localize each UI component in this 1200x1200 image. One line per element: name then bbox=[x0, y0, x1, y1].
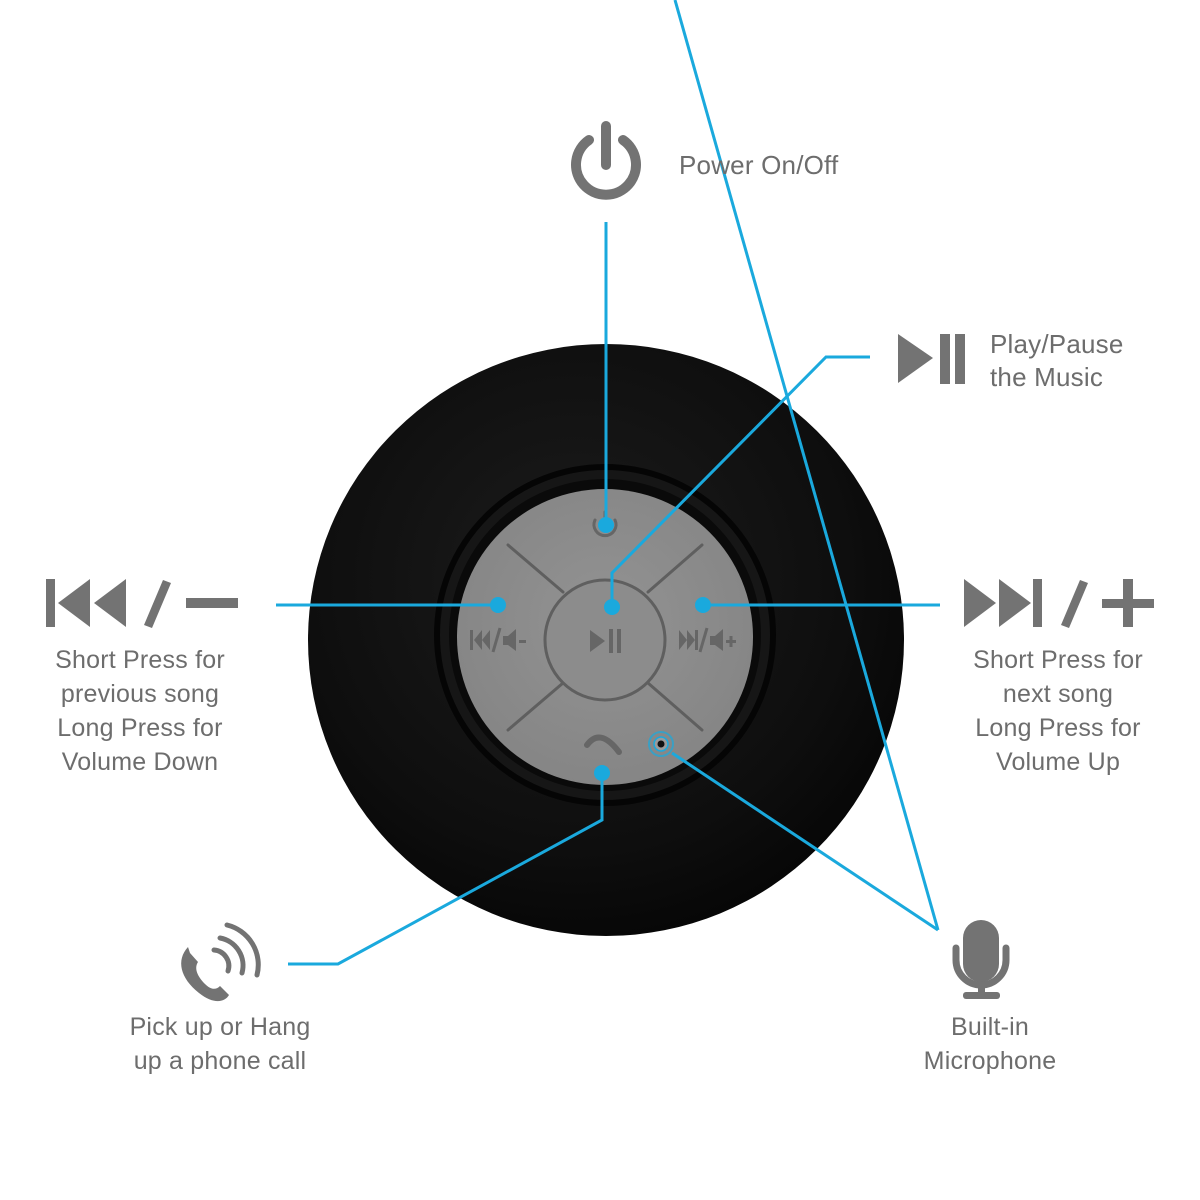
callout-dots bbox=[490, 517, 711, 781]
play-pause-icon bbox=[898, 334, 965, 384]
play-pause-label-line1: Play/Pause bbox=[990, 329, 1124, 359]
previous-volume-down-button[interactable] bbox=[470, 627, 526, 653]
phone-button[interactable] bbox=[584, 734, 622, 755]
next-label-line4: Volume Up bbox=[995, 748, 1121, 776]
microphone-icon bbox=[952, 920, 1010, 999]
play-pause-label-line2: the Music bbox=[990, 362, 1104, 392]
phone-label-line2: up a phone call bbox=[133, 1047, 307, 1075]
phone-embossed-icon bbox=[584, 734, 622, 755]
previous-label-line1: Short Press for bbox=[55, 646, 225, 674]
previous-track-minus-icon bbox=[46, 579, 238, 628]
callout-lines bbox=[276, 0, 940, 966]
microphone-label: Built-in Microphone bbox=[880, 1010, 1100, 1078]
previous-label: Short Press for previous song Long Press… bbox=[20, 643, 260, 779]
microphone-label-line2: Microphone bbox=[923, 1047, 1057, 1075]
panel-dividers bbox=[506, 543, 704, 732]
button-panel bbox=[457, 489, 753, 785]
phone-label: Pick up or Hang up a phone call bbox=[100, 1010, 340, 1078]
power-embossed-icon bbox=[592, 518, 618, 538]
phone-ringing-icon bbox=[181, 922, 261, 1002]
play-pause-embossed-icon bbox=[590, 629, 621, 653]
phone-label-line1: Pick up or Hang bbox=[129, 1013, 311, 1041]
power-icon bbox=[571, 121, 641, 200]
next-track-plus-icon bbox=[964, 579, 1154, 628]
play-pause-label: Play/Pause the Music bbox=[990, 328, 1124, 394]
next-label: Short Press for next song Long Press for… bbox=[938, 643, 1178, 779]
next-volume-up-button[interactable] bbox=[679, 627, 736, 653]
play-pause-button[interactable] bbox=[543, 578, 667, 702]
microphone-label-line1: Built-in bbox=[950, 1013, 1030, 1041]
next-label-line3: Long Press for bbox=[975, 714, 1141, 742]
previous-label-line2: previous song bbox=[60, 680, 220, 708]
power-label: Power On/Off bbox=[679, 150, 839, 180]
microphone-hole bbox=[648, 731, 674, 757]
previous-label-line3: Long Press for bbox=[57, 714, 223, 742]
next-label-line2: next song bbox=[1002, 680, 1114, 708]
previous-label-line4: Volume Down bbox=[61, 748, 219, 776]
next-label-line1: Short Press for bbox=[973, 646, 1143, 674]
